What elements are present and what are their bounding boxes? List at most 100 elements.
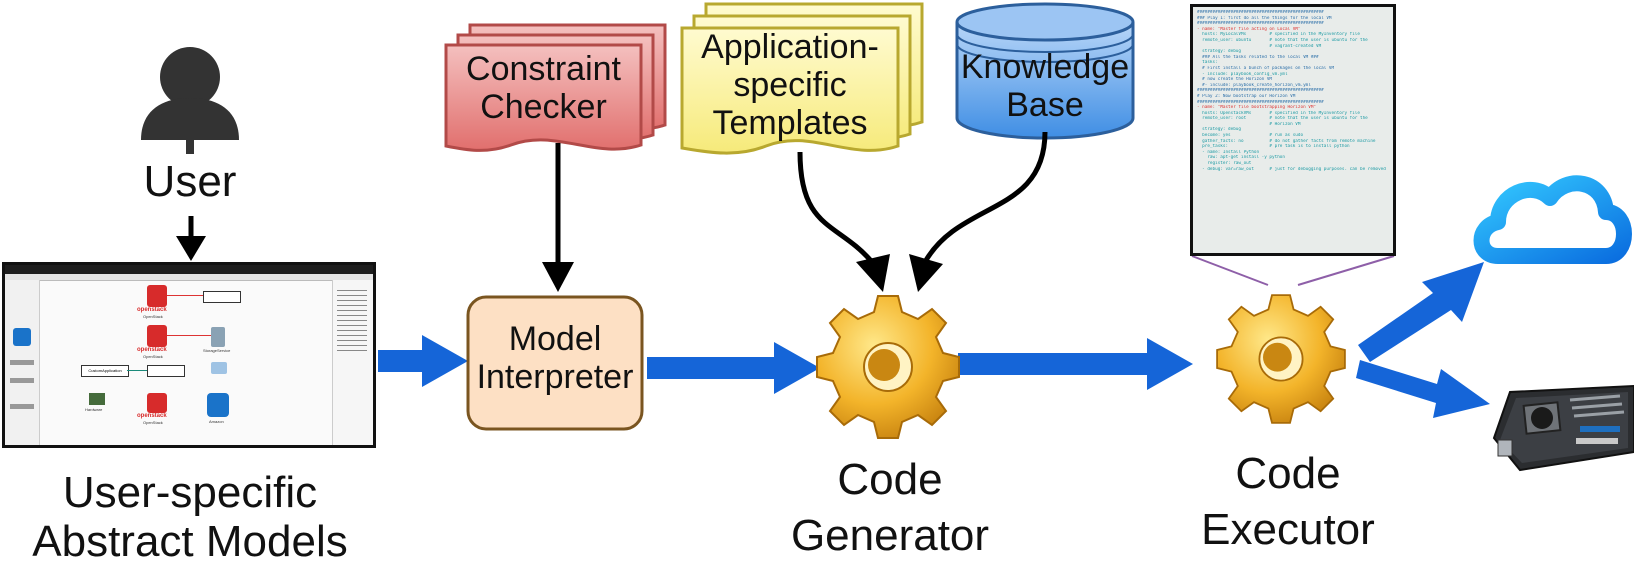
palette-item xyxy=(10,360,34,365)
model-interpreter-box xyxy=(466,295,644,431)
user-icon xyxy=(141,47,239,154)
executor-to-cloud-arrow xyxy=(1358,262,1484,362)
code-line: ########################################… xyxy=(1197,21,1324,27)
code-line: register: raw_out xyxy=(1197,161,1252,167)
code-line: raw: apt-get install -y python xyxy=(1197,155,1285,161)
code-line: hosts: MyLocalVMs # specified in the MyI… xyxy=(1197,32,1360,38)
constraint-checker-documents xyxy=(444,23,667,152)
openstack-node-icon xyxy=(147,285,167,307)
user-to-models-arrow xyxy=(176,216,206,261)
interpreter-to-generator-arrow xyxy=(647,342,820,394)
abstract-model-screenshot: openstack OpenStack openstack OpenStack … xyxy=(2,262,376,448)
hardware-node-icon xyxy=(89,393,105,405)
code-executor-label: Code Executor xyxy=(1168,446,1408,559)
code-line: # Play 2: Now bootstrap our Horizon VM xyxy=(1197,93,1296,99)
model-interpreter-label: Model Interpreter xyxy=(468,320,642,396)
code-line: - include: playbook_config_vm.yml xyxy=(1197,71,1288,77)
code-line: ### All the tasks related to the local V… xyxy=(1197,54,1319,60)
screenshot-palette xyxy=(5,280,40,445)
user-label: User xyxy=(143,157,237,206)
hardware-node-label: Hardware xyxy=(85,407,103,412)
model-interpreter-line1: Model xyxy=(508,320,602,358)
code-line: - name: Install Python xyxy=(1197,149,1260,155)
code-line: - name: "Master file bootstrapping Horiz… xyxy=(1197,105,1316,111)
templates-line2: specific xyxy=(733,66,847,105)
outline-tree xyxy=(337,286,367,352)
templates-line3: Templates xyxy=(712,104,868,143)
code-generator-gear-icon xyxy=(816,295,960,439)
code-line: hosts: OpenstackVMs # specified in the M… xyxy=(1197,110,1360,116)
palette-item xyxy=(10,404,34,409)
code-line: remote_user: root # note that the user i… xyxy=(1197,116,1368,122)
code-line: gather_facts: no # do not gather facts f… xyxy=(1197,138,1376,144)
constraint-checker-label: Constraint Checker xyxy=(446,50,641,126)
edge xyxy=(127,370,147,371)
code-executor-gear-icon xyxy=(1216,294,1346,424)
knowledge-base-label: Knowledge Base xyxy=(950,48,1140,124)
openstack-node-icon xyxy=(147,325,167,347)
knowledge-to-generator-arrow xyxy=(909,131,1048,292)
screenshot-toolbar xyxy=(5,274,373,281)
code-line: ########################################… xyxy=(1197,99,1324,105)
code-line: - name: "Master file acting on Local VM" xyxy=(1197,26,1301,32)
models-label: User-specific Abstract Models xyxy=(10,468,370,567)
knowledge-base-cylinder xyxy=(955,2,1135,140)
code-line: # now create the Horizon VM xyxy=(1197,77,1273,83)
code-listing-panel: ########################################… xyxy=(1190,4,1396,256)
code-panel-callout xyxy=(1191,255,1395,286)
code-line: # vagrant-created VM xyxy=(1197,43,1322,49)
code-line: tasks: xyxy=(1197,60,1218,66)
amazon-node-label: Amazon xyxy=(209,419,224,424)
code-line: #- include: playbook_create_horizon_vm.y… xyxy=(1197,82,1311,88)
openstack-node-label: openstack xyxy=(137,413,167,419)
firewall-node xyxy=(203,291,241,303)
code-executor-line1: Code xyxy=(1235,449,1341,498)
code-line: remote_user: ubuntu # note that the user… xyxy=(1197,37,1368,43)
constraint-checker-line1: Constraint xyxy=(466,50,621,88)
knowledge-base-line1: Knowledge xyxy=(960,48,1130,86)
generator-to-executor-arrow xyxy=(958,338,1193,390)
code-generator-label: Code Generator xyxy=(760,452,1020,565)
hardware-motherboard-icon xyxy=(1492,384,1634,472)
models-to-interpreter-arrow xyxy=(378,335,468,387)
openstack-node-label: openstack xyxy=(137,347,167,353)
code-line: strategy: debug xyxy=(1197,127,1241,133)
openstack-node-caption: OpenStack xyxy=(143,314,163,319)
custom-application-node: CustomApplication xyxy=(81,365,129,377)
storage-node-icon xyxy=(211,327,225,347)
code-generator-line1: Code xyxy=(837,455,943,504)
knowledge-base-line2: Base xyxy=(1006,86,1084,125)
application-node xyxy=(147,365,185,377)
openstack-node-caption: OpenStack xyxy=(143,420,163,425)
model-interpreter-line2: Interpreter xyxy=(476,358,634,397)
openstack-node-icon xyxy=(147,393,167,413)
templates-to-generator-arrow xyxy=(797,151,890,292)
templates-label: Application- specific Templates xyxy=(682,28,898,142)
cloud-icon xyxy=(1473,175,1632,264)
code-line: # First install a bunch of packages on t… xyxy=(1197,65,1335,71)
openstack-node-caption: OpenStack xyxy=(143,354,163,359)
checker-to-interpreter-arrow xyxy=(542,143,574,292)
code-generator-line2: Generator xyxy=(790,511,990,561)
code-line: - debug: var=raw_out # just for debuggin… xyxy=(1197,166,1386,172)
code-line: ########################################… xyxy=(1197,88,1324,94)
palette-item xyxy=(10,378,34,383)
amazon-node-icon xyxy=(207,393,229,417)
templates-line1: Application- xyxy=(701,28,879,66)
code-line: strategy: debug xyxy=(1197,49,1241,55)
edge xyxy=(167,335,211,336)
screenshot-titlebar xyxy=(5,265,373,274)
edge xyxy=(167,295,203,296)
screenshot-outline-panel xyxy=(332,280,373,445)
code-line: ### Play 1: first do all the things for … xyxy=(1197,15,1332,21)
templates-documents xyxy=(680,2,924,155)
models-label-line1: User-specific xyxy=(62,468,318,517)
executor-to-hardware-arrow xyxy=(1356,360,1490,418)
code-executor-line2: Executor xyxy=(1201,505,1375,555)
code-line: # Horizon VM xyxy=(1197,121,1301,127)
storage-node-label: StorageService xyxy=(203,348,231,353)
deployment-node-icon xyxy=(211,362,227,374)
models-label-line2: Abstract Models xyxy=(32,517,348,567)
code-line: pre_tasks: # pre task is to install pyth… xyxy=(1197,144,1350,150)
